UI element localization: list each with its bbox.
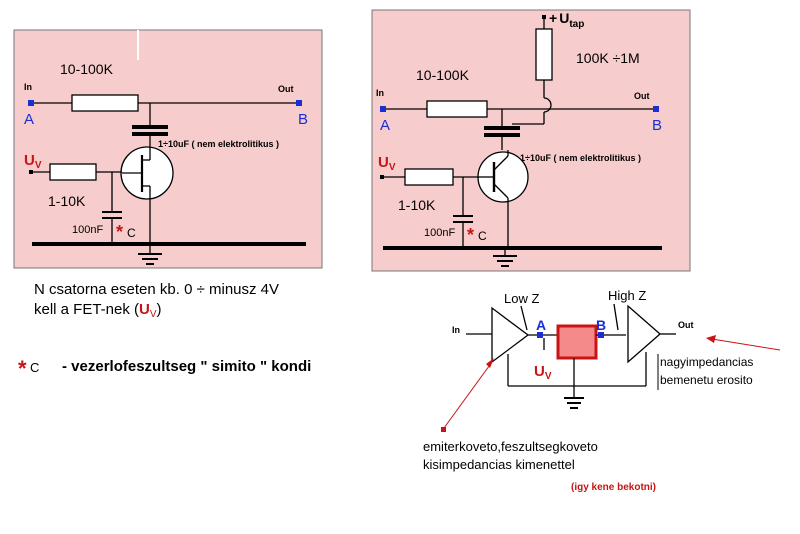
left-star-label: * [116, 222, 123, 242]
high-z-pointer [613, 303, 619, 331]
right-resistor-supply [535, 28, 553, 81]
right-resistor-base-label: 1-10K [398, 197, 436, 213]
left-node-b-label: B [298, 111, 308, 128]
note-star: * [18, 356, 27, 381]
left-star-c-label: C [127, 226, 136, 240]
follower-note-arrowhead [486, 358, 494, 368]
left-uv-dot [29, 170, 33, 174]
connect-note: (igy kene bekotni) [571, 482, 656, 493]
follower-note-line-2: kisimpedancias kimenettel [423, 457, 575, 472]
note-star-c: C [30, 360, 39, 375]
right-node-b-label: B [652, 117, 662, 134]
right-node-a-label: A [380, 117, 390, 134]
right-node-b-marker [653, 106, 659, 112]
block-node-b-label: B [596, 317, 606, 333]
circuit-block [556, 324, 598, 360]
right-node-a-marker [380, 106, 386, 112]
left-circuit: 10-100K In Out A B 1÷10uF ( nem elektrol… [13, 29, 323, 269]
right-in-label: In [376, 88, 384, 98]
left-resistor-gate-label: 1-10K [48, 193, 86, 209]
right-supply-label: +Utap [549, 10, 584, 30]
right-star-c-label: C [478, 229, 487, 243]
left-out-label: Out [278, 84, 294, 94]
left-in-label: In [24, 82, 32, 92]
left-resistor-top [71, 94, 139, 112]
right-supply-dot [542, 15, 546, 19]
left-circuit-panel [13, 29, 323, 269]
note-line-2: kell a FET-nek (UV) [34, 301, 162, 320]
right-transistor-collector [493, 155, 509, 171]
amp-note-line-2: bemenetu erosito [660, 373, 753, 387]
amp-note-line-1: nagyimpedancias [660, 355, 753, 369]
right-uv-label: UV [378, 154, 396, 173]
right-uv-dot [380, 175, 384, 179]
right-capacitor-label: 1÷10uF ( nem elektrolitikus ) [520, 153, 641, 163]
note-line-1: N csatorna eseten kb. 0 ÷ minusz 4V [34, 281, 279, 298]
right-cap-small-label: 100nF [424, 227, 455, 239]
amp-note-arrowhead [706, 335, 716, 343]
right-wire-crossover [543, 97, 552, 113]
left-cap-small-label: 100nF [72, 224, 103, 236]
left-fet-symbol [120, 146, 174, 200]
block-in-label: In [452, 325, 460, 335]
note-legend: - vezerlofeszultseg " simito " kondi [62, 358, 311, 375]
high-impedance-amplifier [627, 304, 661, 364]
low-z-pointer [520, 305, 528, 331]
left-uv-label: UV [24, 152, 42, 171]
right-circuit: +Utap 100K ÷1M 10-100K In Out A B 1÷10uF… [371, 9, 691, 272]
right-star-label: * [467, 225, 474, 245]
right-out-label: Out [634, 91, 650, 101]
right-resistor-top [426, 100, 488, 118]
amp-note-pointer [711, 338, 781, 351]
right-transistor-emitter [493, 183, 509, 199]
follower-amplifier [491, 306, 530, 364]
notes: N csatorna eseten kb. 0 ÷ minusz 4V kell… [18, 281, 311, 381]
block-diagram: Low Z High Z In A B UV Out nagyimpe [423, 288, 781, 493]
left-node-a-marker [28, 100, 34, 106]
follower-note-dot [441, 427, 446, 432]
right-resistor-base [404, 168, 454, 186]
right-circuit-panel [371, 9, 691, 272]
block-uv-label: UV [534, 363, 552, 382]
low-z-label: Low Z [504, 291, 539, 306]
left-resistor-gate [49, 163, 97, 181]
block-node-b-marker [598, 332, 604, 338]
high-z-label: High Z [608, 288, 646, 303]
right-resistor-supply-label: 100K ÷1M [576, 50, 640, 66]
left-node-a-label: A [24, 111, 34, 128]
follower-note-line-1: emiterkoveto,feszultsegkoveto [423, 439, 598, 454]
left-resistor-top-label: 10-100K [60, 61, 114, 77]
left-capacitor-label: 1÷10uF ( nem elektrolitikus ) [158, 139, 279, 149]
right-resistor-top-label: 10-100K [416, 67, 470, 83]
left-node-b-marker [296, 100, 302, 106]
block-node-a-label: A [536, 317, 546, 333]
block-node-a-marker [537, 332, 543, 338]
follower-note-pointer [443, 361, 493, 429]
block-out-label: Out [678, 320, 694, 330]
